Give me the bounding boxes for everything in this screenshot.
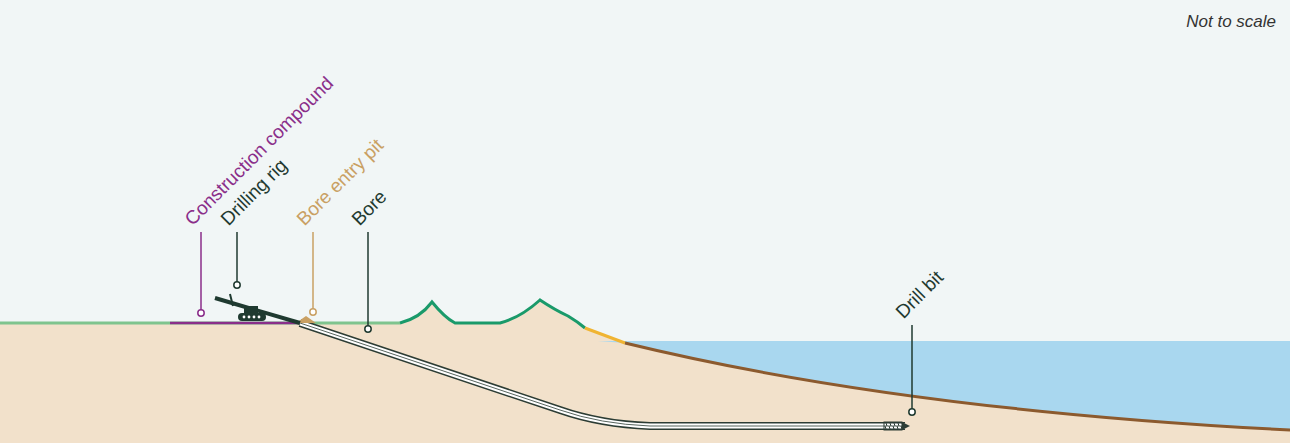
ground — [0, 300, 1290, 443]
rig-mast — [215, 298, 300, 323]
rig-tracks — [238, 313, 266, 321]
dunes — [400, 300, 585, 328]
rig-cab — [244, 306, 258, 313]
leader-dot — [310, 309, 316, 315]
drill-bit — [884, 422, 902, 430]
leader-dot — [234, 282, 240, 288]
bore-center — [300, 323, 905, 426]
part-label: Drill bit — [891, 266, 948, 323]
bore-core — [300, 323, 905, 426]
bore — [300, 323, 905, 426]
leader-line — [200, 232, 202, 310]
leader-line — [312, 232, 314, 309]
grass-line — [0, 322, 400, 325]
drill-tip — [902, 422, 910, 430]
leader-dot — [365, 326, 371, 332]
compound-line — [170, 322, 300, 325]
leader-line — [367, 232, 369, 326]
leader-dot — [198, 310, 204, 316]
seabed — [625, 343, 1290, 430]
leader-line — [911, 325, 913, 409]
part-label: Bore — [347, 186, 391, 230]
rig-arm — [230, 294, 233, 306]
leader-line — [236, 232, 238, 282]
leader-dot — [909, 409, 915, 415]
scale-note: Not to scale — [1186, 12, 1276, 32]
beach — [585, 328, 625, 343]
sea — [598, 341, 1290, 430]
